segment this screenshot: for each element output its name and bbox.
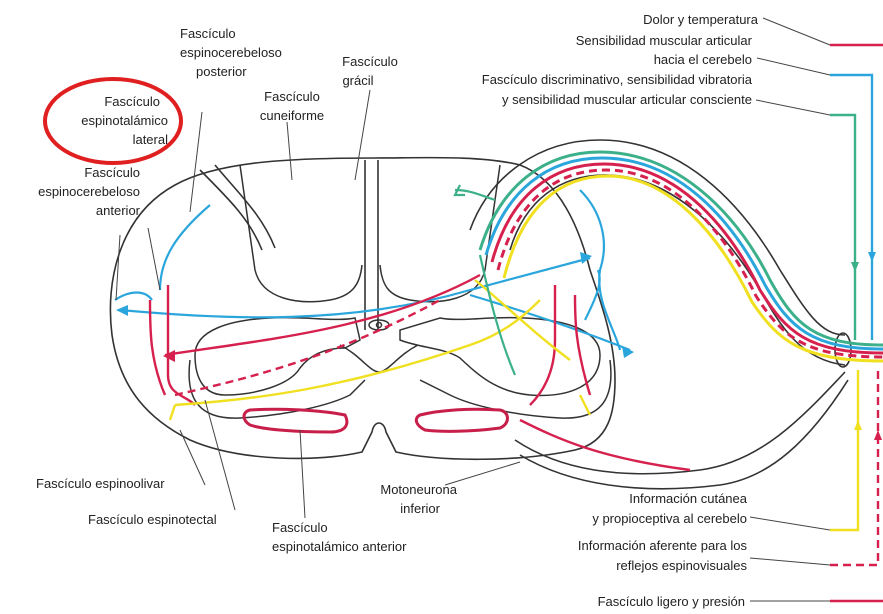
label-gracil: Fascículo grácil [342, 54, 398, 88]
label-line: Fascículo [264, 89, 320, 104]
label-espinocerebeloso-posterior: Fascículo espinocerebeloso posterior [180, 26, 282, 79]
label-line: Fascículo [180, 26, 236, 41]
label-line: espinotalámico anterior [272, 539, 407, 554]
label-line: espinocerebeloso [38, 184, 140, 199]
label-motoneurona: Motoneurona inferior [380, 482, 457, 516]
label-line: grácil [342, 73, 373, 88]
legend-ligero: Fascículo ligero y presión [598, 594, 745, 609]
legend-aferente-line1: Información aferente para los [578, 538, 748, 553]
label-line: Fascículo [104, 94, 160, 109]
label-line: Fascículo [342, 54, 398, 69]
legend-sensibilidad-line2: hacia el cerebelo [654, 52, 752, 67]
label-line: lateral [133, 132, 169, 147]
label-line: posterior [196, 64, 247, 79]
label-line: inferior [400, 501, 440, 516]
label-espinotalamico-lateral: Fascículo espinotalámico lateral [81, 94, 168, 147]
label-espinotectal: Fascículo espinotectal [88, 512, 217, 527]
legend-aferente-line2: reflejos espinovisuales [616, 558, 747, 573]
red-tracts [150, 275, 690, 470]
legend-cutanea-line2: y propioceptiva al cerebelo [592, 511, 747, 526]
label-line: Fascículo [272, 520, 328, 535]
label-espinoolivar: Fascículo espinoolivar [36, 476, 165, 491]
legend-discriminativo-line1: Fascículo discriminativo, sensibilidad v… [482, 72, 753, 87]
posterior-columns [240, 165, 500, 302]
label-espinotalamico-anterior: Fascículo espinotalámico anterior [272, 520, 407, 554]
label-line: espinotalámico [81, 113, 168, 128]
blue-tracts [115, 190, 630, 350]
label-line: Fascículo [84, 165, 140, 180]
legend-discriminativo-line2: y sensibilidad muscular articular consci… [502, 92, 752, 107]
dorsal-root-tracts [480, 152, 883, 361]
legend-cutanea-line1: Información cutánea [629, 491, 748, 506]
yellow-tracts [170, 280, 590, 420]
label-cuneiforme: Fascículo cuneiforme [260, 89, 324, 123]
legend-dolor: Dolor y temperatura [643, 12, 759, 27]
cord-outline [110, 158, 615, 460]
label-line: Motoneurona [380, 482, 457, 497]
label-line: espinocerebeloso [180, 45, 282, 60]
legend-lines [830, 45, 883, 601]
legend-sensibilidad-line1: Sensibilidad muscular articular [576, 33, 753, 48]
label-line: cuneiforme [260, 108, 324, 123]
label-espinocerebeloso-anterior: Fascículo espinocerebeloso anterior [38, 165, 141, 218]
label-line: anterior [96, 203, 141, 218]
